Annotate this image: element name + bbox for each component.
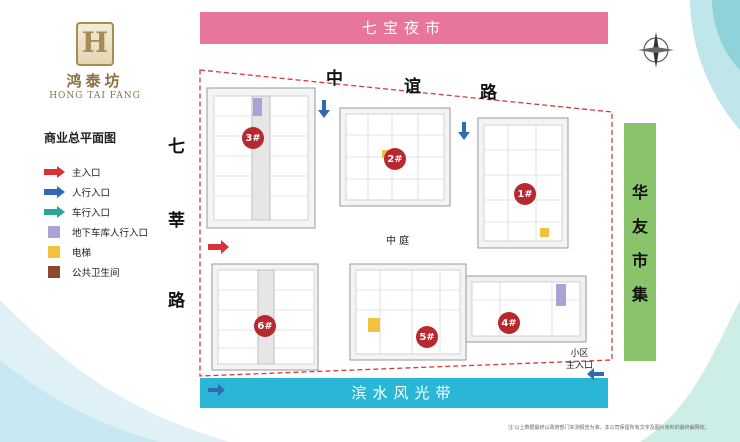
south-banner: 滨水风光带	[200, 378, 608, 408]
building-number-4: 4#	[498, 312, 520, 334]
brand-name-cn: 鸿泰坊	[66, 72, 124, 90]
legend-title: 商业总平面图	[44, 131, 117, 145]
courtyard-label: 中 庭	[386, 236, 410, 247]
legend-label: 主入口	[72, 168, 101, 179]
logo-mark: H	[76, 22, 114, 66]
legend-label: 地下车库人行入口	[72, 228, 149, 239]
footnote: 注:以上数据最终以政府部门实测报告为准，本公司保留所有文字及图片资料的最终解释权…	[508, 425, 710, 431]
pedestrian-entrance-arrow	[318, 100, 330, 118]
east-banner: 华 友 市 集	[624, 123, 656, 361]
legend-label: 人行入口	[72, 188, 111, 199]
brand-logo: H 鸿泰坊 HONG TAI FANG	[40, 22, 150, 102]
building-number-2: 2#	[384, 148, 406, 170]
estate-entrance-label: 小区 主入口	[566, 348, 593, 372]
pedestrian-entrance-arrow-icon	[44, 186, 66, 198]
vehicle-entrance-arrow-icon	[44, 206, 66, 218]
legend-label: 公共卫生间	[72, 268, 120, 279]
pedestrian-entrance-arrow	[587, 368, 604, 380]
north-road-char: 路	[480, 83, 497, 103]
site-boundary	[199, 69, 613, 377]
legend-item: 电梯	[44, 242, 148, 262]
garage-entrance-square-icon	[44, 226, 66, 238]
east-banner-char: 市	[631, 251, 648, 270]
legend: 主入口 人行入口 车行入口 地下车库人行入口 电梯 公共卫生间	[44, 162, 148, 282]
main-entrance-arrow-icon	[44, 166, 66, 178]
west-road-char: 路	[168, 291, 185, 311]
building-number-6: 6#	[254, 315, 276, 337]
pedestrian-entrance-arrow	[208, 384, 225, 396]
building-number-1: 1#	[514, 183, 536, 205]
building-4	[465, 275, 587, 343]
east-banner-char: 华	[631, 183, 648, 202]
building-5	[349, 263, 467, 361]
east-banner-char: 集	[631, 285, 648, 304]
west-road-char: 七	[168, 137, 185, 157]
legend-item: 地下车库人行入口	[44, 222, 148, 242]
estate-entrance-line: 主入口	[566, 361, 594, 371]
north-banner: 七宝夜市	[200, 12, 608, 44]
pedestrian-entrance-arrow	[458, 122, 470, 140]
legend-item: 公共卫生间	[44, 262, 148, 282]
elevator-square-icon	[44, 246, 66, 258]
north-road-char: 中	[326, 69, 343, 89]
north-road-char: 谊	[404, 77, 421, 97]
legend-label: 车行入口	[72, 208, 111, 219]
legend-label: 电梯	[72, 248, 92, 259]
legend-item: 主入口	[44, 162, 148, 182]
estate-entrance-line: 小区	[570, 349, 589, 359]
brand-name-en: HONG TAI FANG	[49, 91, 141, 101]
compass-icon	[638, 32, 674, 68]
legend-item: 车行入口	[44, 202, 148, 222]
legend-item: 人行入口	[44, 182, 148, 202]
restroom-square-icon	[44, 266, 66, 278]
main-entrance-arrow	[208, 240, 229, 254]
building-1	[477, 117, 569, 249]
building-number-3: 3#	[242, 127, 264, 149]
building-number-5: 5#	[416, 326, 438, 348]
building-3	[206, 87, 316, 229]
west-road-char: 莘	[168, 211, 185, 231]
east-banner-char: 友	[631, 217, 648, 236]
